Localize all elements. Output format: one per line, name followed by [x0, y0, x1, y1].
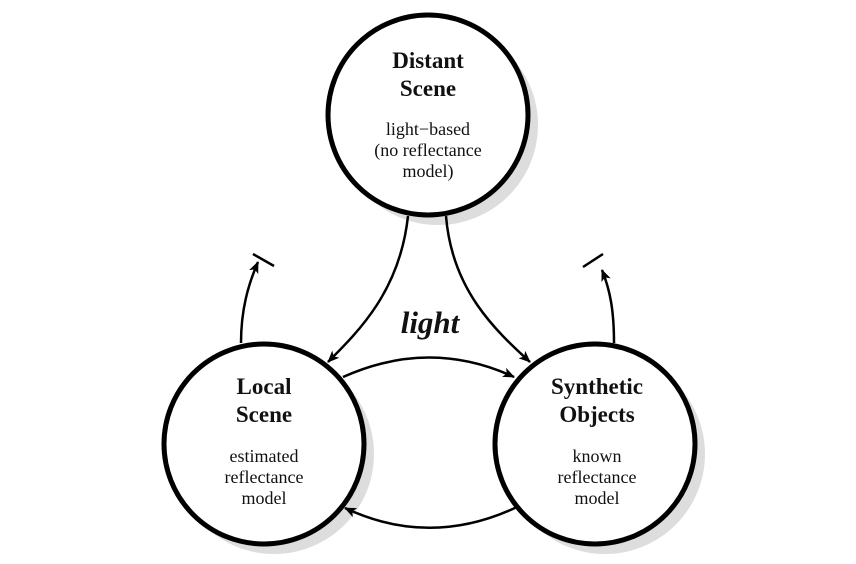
node-local-scene: Local Scene estimated reflectance model	[161, 341, 367, 547]
distant-scene-desc-1: light−based	[386, 119, 470, 139]
distant-scene-title-1: Distant	[392, 48, 464, 73]
local-scene-desc-2: reflectance	[225, 467, 304, 487]
local-scene-desc-1: estimated	[230, 446, 299, 466]
node-distant-scene: Distant Scene light−based (no reflectanc…	[325, 12, 531, 218]
local-scene-desc-3: model	[242, 488, 287, 508]
synthetic-objects-desc-3: model	[575, 488, 620, 508]
edge-label-light: light	[401, 305, 461, 340]
edge-local-to-synthetic	[342, 356, 515, 379]
local-scene-circle	[161, 341, 367, 547]
distant-scene-desc-2: (no reflectance	[374, 140, 481, 161]
synthetic-objects-title-1: Synthetic	[551, 374, 643, 399]
edge-synthetic-terminated	[600, 269, 616, 344]
edge-distant-to-local	[327, 215, 410, 363]
synthetic-objects-desc-1: known	[573, 446, 622, 466]
node-synthetic-objects: Synthetic Objects known reflectance mode…	[492, 341, 698, 547]
local-scene-title-2: Scene	[236, 402, 292, 427]
edge-distant-to-synthetic	[444, 215, 531, 363]
local-scene-title-1: Local	[237, 374, 292, 399]
synthetic-terminator-bar	[582, 252, 604, 269]
synthetic-objects-title-2: Objects	[559, 402, 634, 427]
distant-scene-title-2: Scene	[400, 76, 456, 101]
local-terminator-bar	[252, 252, 275, 268]
edge-local-terminated	[239, 261, 260, 344]
edge-synthetic-to-local	[344, 505, 518, 529]
distant-scene-circle	[325, 12, 531, 218]
synthetic-objects-circle	[492, 341, 698, 547]
synthetic-objects-desc-2: reflectance	[558, 467, 637, 487]
distant-scene-desc-3: model)	[403, 161, 454, 182]
